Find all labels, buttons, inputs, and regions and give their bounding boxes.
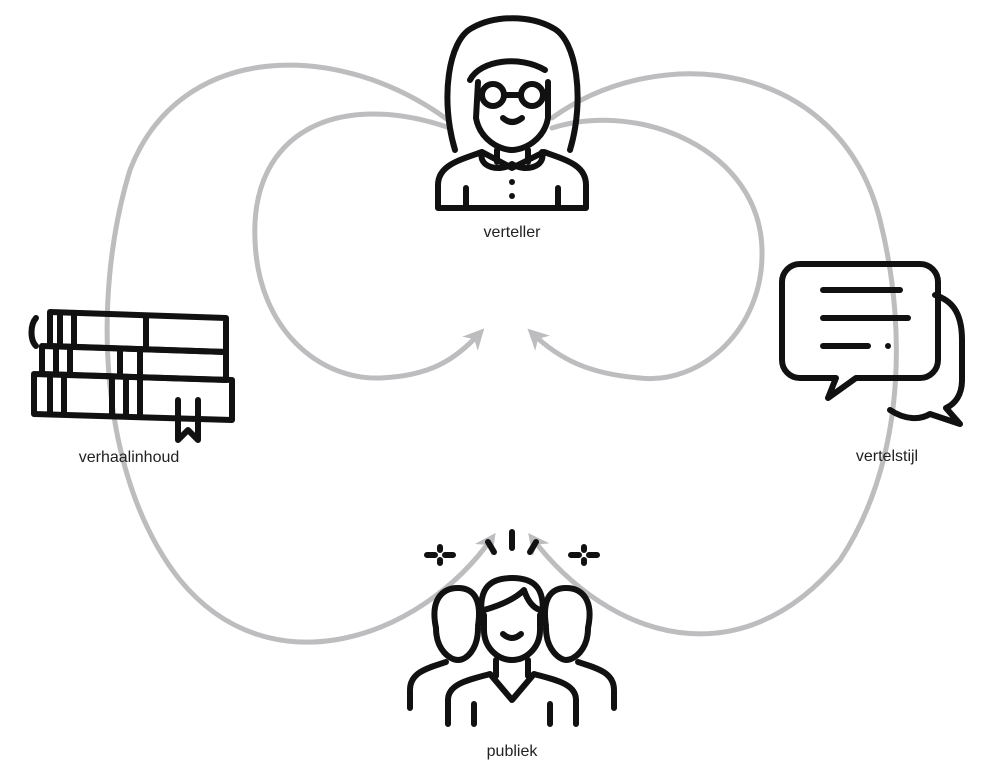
arrow-inner-left (252, 111, 485, 381)
arrow-outer-right (528, 71, 899, 637)
node-label-content: verhaalinhoud (79, 449, 180, 466)
woman-glasses-icon (435, 15, 589, 211)
books-icon (28, 309, 235, 443)
group-people-icon (407, 529, 617, 727)
speech-bubbles-icon (779, 261, 965, 427)
arrow-inner-right (527, 117, 765, 382)
node-label-storyteller: verteller (484, 224, 542, 241)
node-label-style: vertelstijl (856, 448, 918, 465)
node-label-audience: publiek (487, 743, 539, 760)
